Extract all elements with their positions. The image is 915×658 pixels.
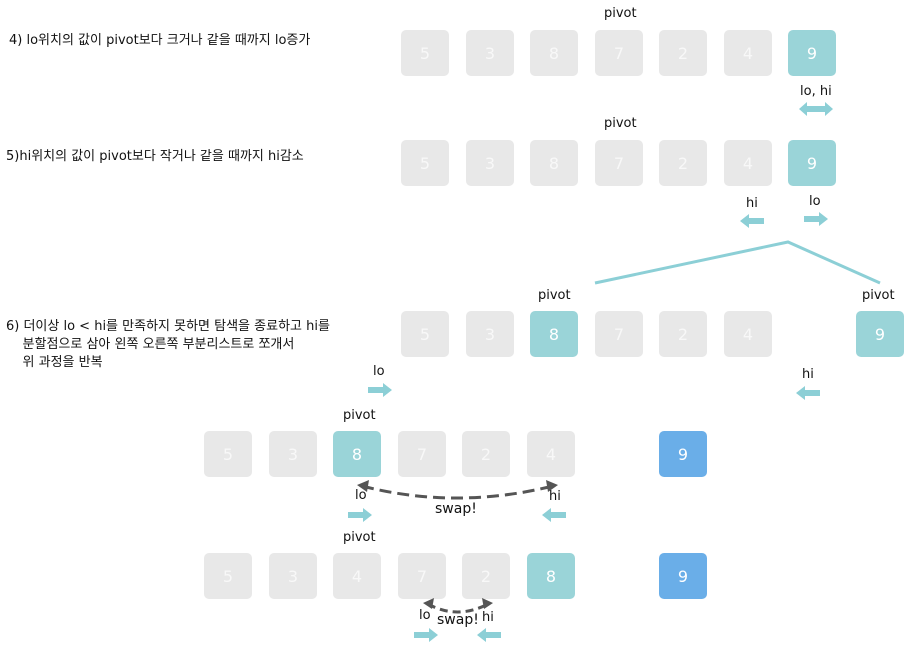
array-cell-r1-3: 7 xyxy=(595,30,643,76)
lo-hi-label-row1: lo, hi xyxy=(800,84,832,99)
arrow-right-icon xyxy=(348,508,372,522)
array-cell-r3-0: 5 xyxy=(401,311,449,357)
array-cell-r5-3: 7 xyxy=(398,553,446,599)
array-cell-r1-5: 4 xyxy=(724,30,772,76)
array-cell-r5-4: 2 xyxy=(462,553,510,599)
array-cell-r1-4: 2 xyxy=(659,30,707,76)
array-cell-r4-4: 2 xyxy=(462,431,510,477)
arrow-left-icon xyxy=(477,628,501,642)
array-cell-r5-2: 4 xyxy=(333,553,381,599)
pivot-label-row1: pivot xyxy=(604,6,637,21)
sorted-cell-r4: 9 xyxy=(659,431,707,477)
arrow-right-icon xyxy=(414,628,438,642)
pivot-cell-r3-right: 9 xyxy=(856,311,904,357)
array-cell-r3-3: 7 xyxy=(595,311,643,357)
step-4-text: 4) lo위치의 값이 pivot보다 크거나 같을 때까지 lo증가 xyxy=(9,33,311,48)
pivot-cell-r2: 9 xyxy=(788,140,836,186)
array-cell-r4-3: 7 xyxy=(398,431,446,477)
arrow-right-icon xyxy=(804,212,828,226)
pivot-label-row2: pivot xyxy=(604,116,637,131)
lo-label-row4: lo xyxy=(355,488,367,503)
hi-label-row2: hi xyxy=(746,196,758,211)
pivot-cell-r1: 9 xyxy=(788,30,836,76)
arrow-left-icon xyxy=(542,508,566,522)
pivot-cell-r4: 8 xyxy=(333,431,381,477)
array-cell-r4-1: 3 xyxy=(269,431,317,477)
pivot-label-row3-right: pivot xyxy=(862,288,895,303)
array-cell-r2-0: 5 xyxy=(401,140,449,186)
lo-label-row2: lo xyxy=(809,194,821,209)
array-cell-r1-0: 5 xyxy=(401,30,449,76)
array-cell-r3-1: 3 xyxy=(466,311,514,357)
lo-label-row3: lo xyxy=(373,364,385,379)
hi-label-row4: hi xyxy=(549,489,561,504)
arrow-left-icon xyxy=(796,386,820,400)
array-cell-r5-0: 5 xyxy=(204,553,252,599)
pivot-cell-r5: 8 xyxy=(527,553,575,599)
array-cell-r2-4: 2 xyxy=(659,140,707,186)
pivot-label-row5: pivot xyxy=(343,530,376,545)
array-cell-r1-1: 3 xyxy=(466,30,514,76)
lo-label-row5: lo xyxy=(419,608,431,623)
array-cell-r4-5: 4 xyxy=(527,431,575,477)
swap-label-row4: swap! xyxy=(435,501,477,517)
array-cell-r2-3: 7 xyxy=(595,140,643,186)
hi-label-row5: hi xyxy=(482,610,494,625)
array-cell-r5-1: 3 xyxy=(269,553,317,599)
swap-label-row5: swap! xyxy=(437,612,479,628)
array-cell-r4-0: 5 xyxy=(204,431,252,477)
arrow-left-icon xyxy=(740,214,764,228)
pivot-label-row4: pivot xyxy=(343,408,376,423)
pivot-cell-r3-left: 8 xyxy=(530,311,578,357)
pivot-label-row3-left: pivot xyxy=(538,288,571,303)
arrow-right-icon xyxy=(368,383,392,397)
step-6-text: 6) 더이상 lo < hi를 만족하지 못하면 탐색을 종료하고 hi를 분할… xyxy=(6,319,330,370)
array-cell-r3-5: 4 xyxy=(724,311,772,357)
step-5-text: 5)hi위치의 값이 pivot보다 작거나 같을 때까지 hi감소 xyxy=(6,149,304,164)
hi-label-row3: hi xyxy=(802,367,814,382)
arrow-both-icon xyxy=(799,102,833,116)
array-cell-r1-2: 8 xyxy=(530,30,578,76)
array-cell-r2-5: 4 xyxy=(724,140,772,186)
array-cell-r2-2: 8 xyxy=(530,140,578,186)
array-cell-r2-1: 3 xyxy=(466,140,514,186)
array-cell-r3-4: 2 xyxy=(659,311,707,357)
sorted-cell-r5: 9 xyxy=(659,553,707,599)
